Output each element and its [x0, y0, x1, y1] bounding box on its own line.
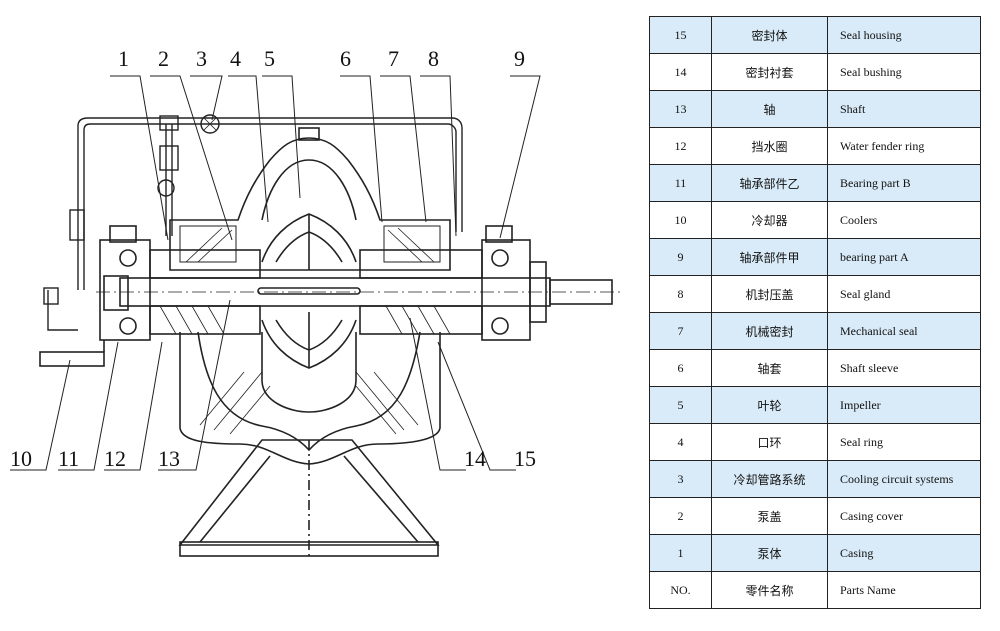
callout-7: 7: [388, 46, 399, 71]
callout-11: 11: [58, 446, 79, 471]
part-number: 3: [649, 460, 712, 498]
callout-12: 12: [104, 446, 126, 471]
table-header-row: NO. 零件名称 Parts Name: [649, 571, 981, 609]
bearing-part-a: [481, 225, 547, 341]
part-number: 7: [649, 312, 712, 350]
callout-2: 2: [158, 46, 169, 71]
table-row: 3 冷却管路系统 Cooling circuit systems: [649, 460, 981, 498]
callout-4: 4: [230, 46, 241, 71]
shaft: [96, 277, 624, 307]
table-row: 8 机封压盖 Seal gland: [649, 275, 981, 313]
part-name-cn: 冷却器: [711, 201, 828, 239]
table-row: 1 泵体 Casing: [649, 534, 981, 572]
part-number: 11: [649, 164, 712, 202]
pump-sectional-drawing: 1 2 3 4 5 6 7 8 9 10 11 12 13 14 15: [10, 46, 624, 557]
part-name-en: Shaft sleeve: [827, 349, 981, 387]
part-name-cn: 泵盖: [711, 497, 828, 535]
callout-1: 1: [118, 46, 129, 71]
callout-labels: 1 2 3 4 5 6 7 8 9 10 11 12 13 14 15: [10, 46, 536, 471]
part-number: 13: [649, 90, 712, 128]
table-row: 5 叶轮 Impeller: [649, 386, 981, 424]
header-name-en: Parts Name: [827, 571, 981, 609]
part-name-cn: 密封体: [711, 16, 828, 54]
seal-left: [149, 249, 261, 335]
table-row: 15 密封体 Seal housing: [649, 16, 981, 54]
table-row: 14 密封衬套 Seal bushing: [649, 53, 981, 91]
callout-10: 10: [10, 446, 32, 471]
parts-table: 15 密封体 Seal housing 14 密封衬套 Seal bushing…: [649, 16, 981, 609]
callout-3: 3: [196, 46, 207, 71]
part-name-en: Shaft: [827, 90, 981, 128]
part-name-cn: 叶轮: [711, 386, 828, 424]
part-name-en: Bearing part B: [827, 164, 981, 202]
part-name-cn: 轴承部件乙: [711, 164, 828, 202]
callout-15: 15: [514, 446, 536, 471]
seal-right: [359, 249, 483, 335]
part-name-cn: 机封压盖: [711, 275, 828, 313]
part-number: 14: [649, 53, 712, 91]
part-number: 8: [649, 275, 712, 313]
part-number: 9: [649, 238, 712, 276]
part-name-en: Seal housing: [827, 16, 981, 54]
part-name-cn: 机械密封: [711, 312, 828, 350]
part-name-en: Casing cover: [827, 497, 981, 535]
part-name-en: Seal bushing: [827, 53, 981, 91]
part-number: 12: [649, 127, 712, 165]
part-number: 5: [649, 386, 712, 424]
bearing-part-b: [99, 225, 151, 341]
part-name-cn: 轴: [711, 90, 828, 128]
part-name-en: Seal ring: [827, 423, 981, 461]
casing: [179, 331, 441, 465]
part-number: 6: [649, 349, 712, 387]
cooling-circuit: [43, 114, 463, 331]
part-name-cn: 轴套: [711, 349, 828, 387]
casing-cover: [169, 127, 451, 271]
part-name-en: Cooling circuit systems: [827, 460, 981, 498]
table-row: 13 轴 Shaft: [649, 90, 981, 128]
table-row: 6 轴套 Shaft sleeve: [649, 349, 981, 387]
callout-6: 6: [340, 46, 351, 71]
callout-14: 14: [464, 446, 486, 471]
part-name-en: Casing: [827, 534, 981, 572]
part-name-en: Mechanical seal: [827, 312, 981, 350]
part-name-cn: 挡水圈: [711, 127, 828, 165]
leader-lines: [10, 75, 541, 471]
table-row: 10 冷却器 Coolers: [649, 201, 981, 239]
part-number: 1: [649, 534, 712, 572]
part-number: 2: [649, 497, 712, 535]
callout-9: 9: [514, 46, 525, 71]
table-row: 7 机械密封 Mechanical seal: [649, 312, 981, 350]
table-row: 2 泵盖 Casing cover: [649, 497, 981, 535]
cooler: [39, 340, 105, 367]
table-row: 12 挡水圈 Water fender ring: [649, 127, 981, 165]
callout-8: 8: [428, 46, 439, 71]
part-name-en: bearing part A: [827, 238, 981, 276]
table-row: 4 口环 Seal ring: [649, 423, 981, 461]
table-row: 11 轴承部件乙 Bearing part B: [649, 164, 981, 202]
pump-base: [178, 439, 440, 557]
part-name-en: Coolers: [827, 201, 981, 239]
part-name-cn: 轴承部件甲: [711, 238, 828, 276]
part-number: 4: [649, 423, 712, 461]
part-name-cn: 泵体: [711, 534, 828, 572]
header-number: NO.: [649, 571, 712, 609]
part-name-en: Impeller: [827, 386, 981, 424]
part-number: 10: [649, 201, 712, 239]
callout-13: 13: [158, 446, 180, 471]
part-name-en: Water fender ring: [827, 127, 981, 165]
part-name-en: Seal gland: [827, 275, 981, 313]
header-name-cn: 零件名称: [711, 571, 828, 609]
part-name-cn: 口环: [711, 423, 828, 461]
part-name-cn: 密封衬套: [711, 53, 828, 91]
table-row: 9 轴承部件甲 bearing part A: [649, 238, 981, 276]
callout-5: 5: [264, 46, 275, 71]
impeller: [261, 213, 357, 369]
part-name-cn: 冷却管路系统: [711, 460, 828, 498]
part-number: 15: [649, 16, 712, 54]
